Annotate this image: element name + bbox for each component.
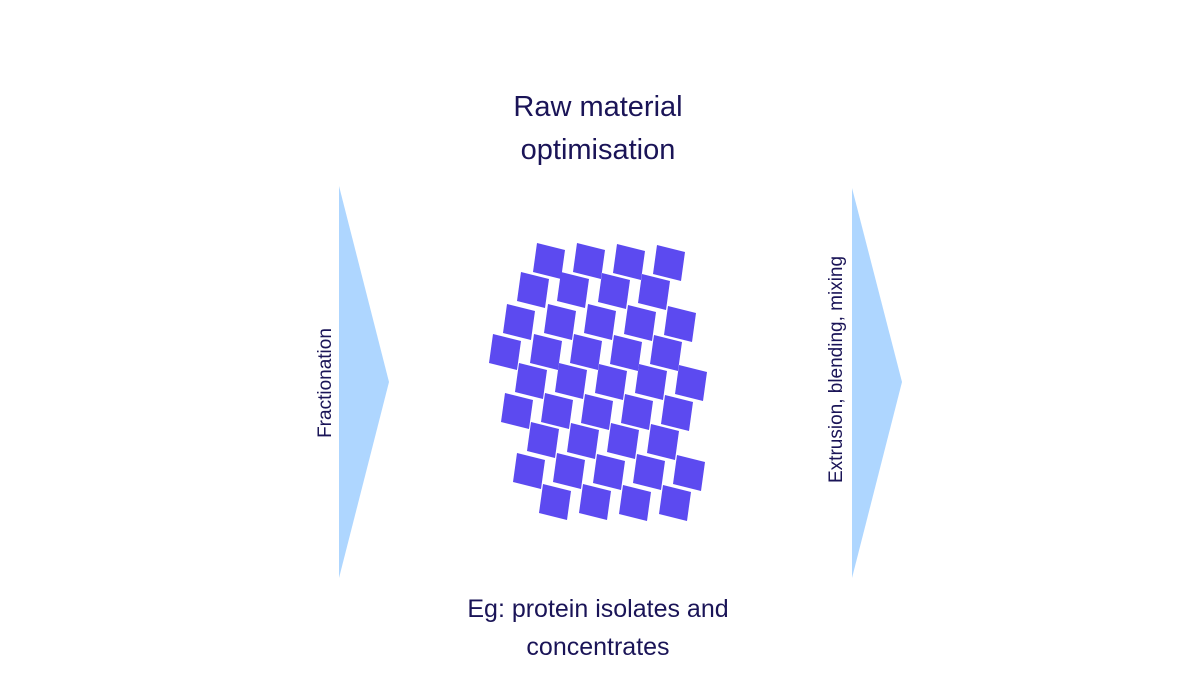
protein-particle-icon (515, 363, 547, 399)
extrusion-blending-mixing-label: Extrusion, blending, mixing (826, 255, 847, 483)
protein-particle-icon (613, 244, 645, 280)
protein-particle-icon (624, 305, 656, 341)
protein-particle-icon (544, 304, 576, 340)
protein-particle-icon (567, 423, 599, 459)
protein-particle-icon (653, 245, 685, 281)
protein-particle-icon (664, 306, 696, 342)
protein-particle-icon (503, 304, 535, 340)
diagram-title: Raw material optimisation (398, 86, 798, 172)
caption-line-1: Eg: protein isolates and (467, 595, 729, 623)
protein-particle-icon (584, 304, 616, 340)
protein-particle-icon (553, 453, 585, 489)
protein-particle-icon (610, 335, 642, 371)
title-line-1: Raw material (513, 91, 683, 123)
title-line-2: optimisation (520, 134, 676, 166)
protein-particle-icon (541, 393, 573, 429)
protein-particle-icon (573, 243, 605, 279)
protein-particle-icon (539, 484, 571, 520)
protein-particle-icon (607, 423, 639, 459)
protein-particle-icon (527, 422, 559, 458)
left-chevron-arrow-icon (339, 186, 389, 578)
right-chevron-arrow-icon (852, 188, 902, 578)
protein-particle-icon (659, 485, 691, 521)
protein-particle-icon (619, 485, 651, 521)
protein-particle-icon (570, 334, 602, 370)
protein-particle-icon (638, 274, 670, 310)
protein-particle-icon (635, 364, 667, 400)
protein-particle-icon (501, 393, 533, 429)
protein-particle-icon (675, 365, 707, 401)
protein-particle-icon (517, 272, 549, 308)
protein-particle-icon (530, 334, 562, 370)
protein-particle-icon (598, 273, 630, 309)
protein-particles-icon (489, 243, 707, 521)
protein-particle-icon (557, 272, 589, 308)
protein-particle-icon (579, 484, 611, 520)
diagram-caption: Eg: protein isolates and concentrates (398, 590, 798, 666)
protein-particle-icon (647, 424, 679, 460)
protein-particle-icon (513, 453, 545, 489)
protein-particle-icon (581, 394, 613, 430)
protein-particle-icon (489, 334, 521, 370)
protein-particle-icon (595, 364, 627, 400)
protein-particle-icon (533, 243, 565, 279)
caption-line-2: concentrates (526, 633, 670, 661)
protein-particle-icon (621, 394, 653, 430)
protein-particle-icon (673, 455, 705, 491)
protein-particle-icon (593, 454, 625, 490)
protein-particle-icon (555, 363, 587, 399)
protein-particle-icon (650, 335, 682, 371)
protein-particle-icon (661, 395, 693, 431)
protein-particle-icon (633, 454, 665, 490)
fractionation-label: Fractionation (315, 328, 336, 438)
